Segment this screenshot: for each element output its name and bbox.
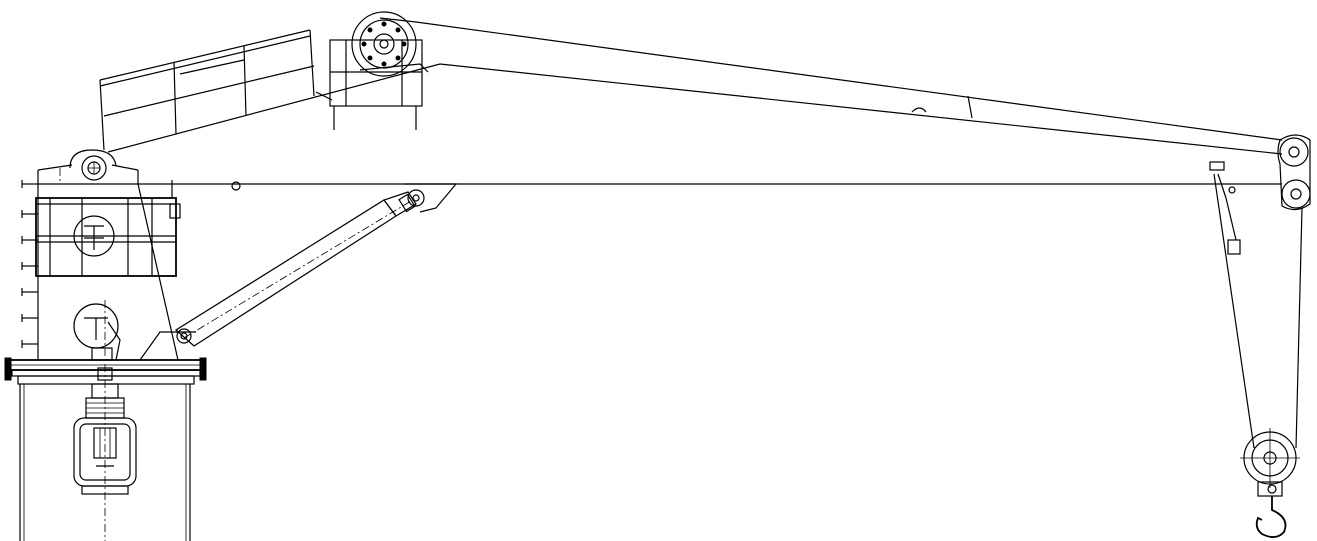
- luffing-cylinder: [175, 183, 458, 347]
- winch-bolts: [361, 21, 407, 67]
- hook-block: [1240, 428, 1300, 538]
- crane-house: [21, 149, 196, 361]
- hoist-rope: [1213, 173, 1303, 449]
- ladder-rungs: [21, 180, 38, 348]
- boom: [107, 17, 1311, 211]
- handrail: [99, 29, 315, 151]
- slewing-motor: [73, 383, 137, 495]
- slewing-ring: [4, 357, 207, 385]
- hoist-winch: [315, 11, 429, 130]
- pedestal: [19, 300, 191, 541]
